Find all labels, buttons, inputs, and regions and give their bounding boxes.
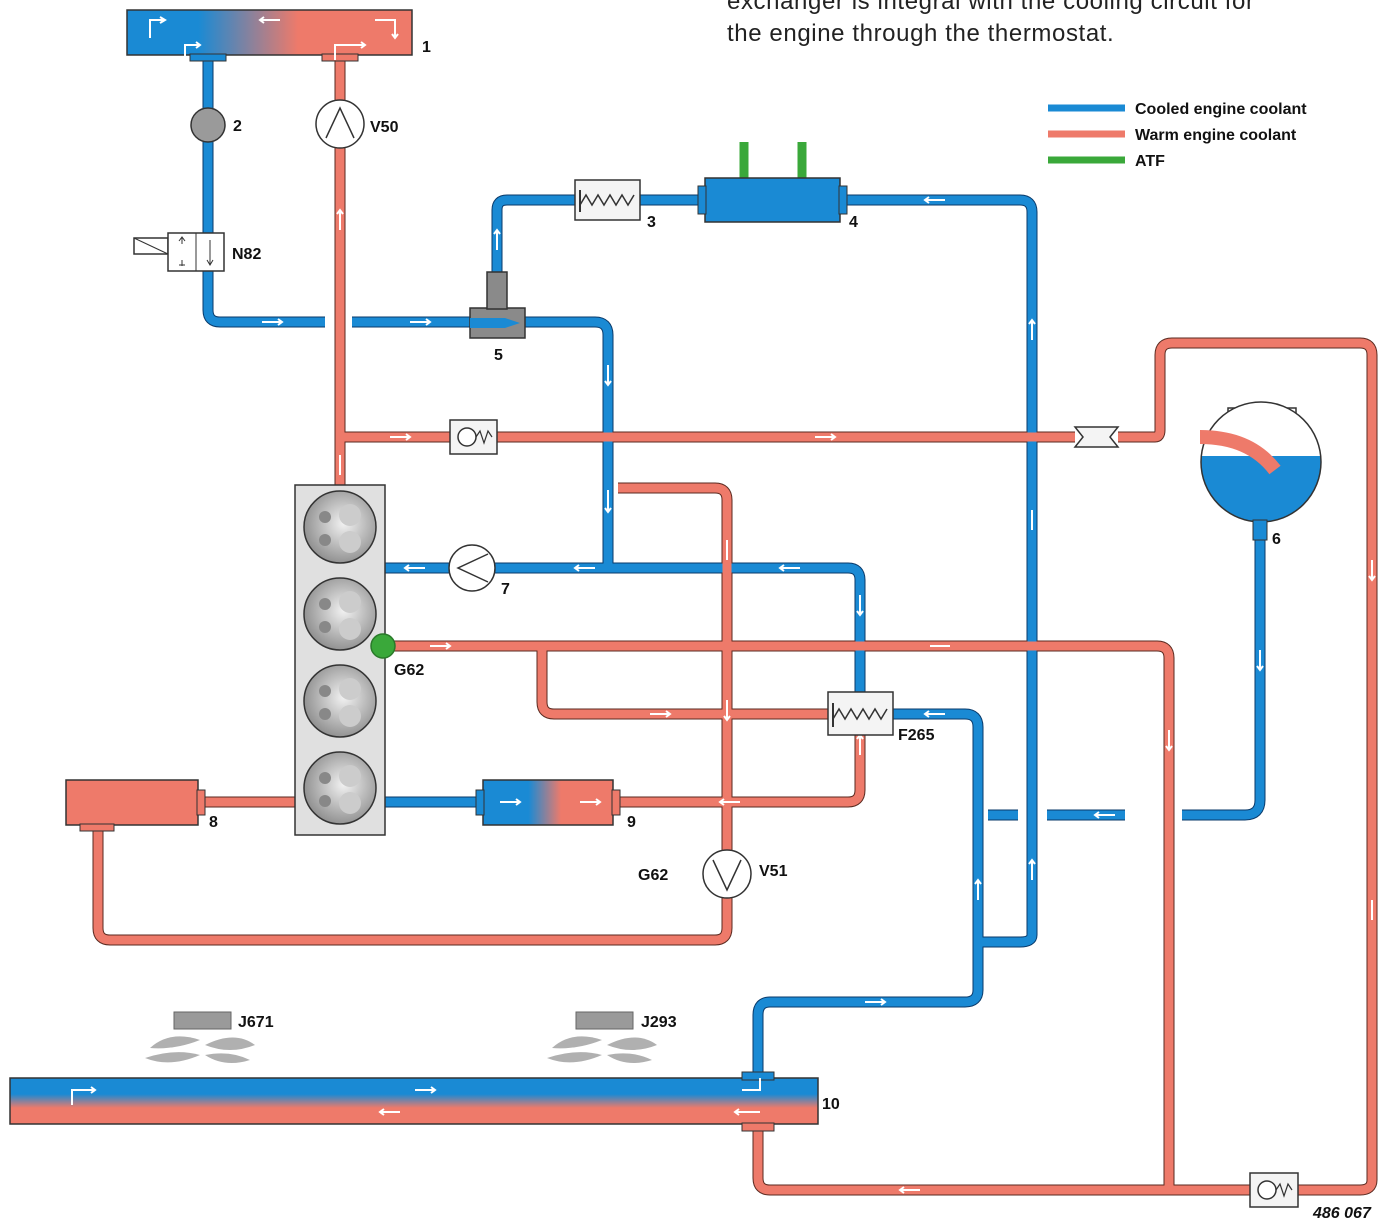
label-fan-j293: J293 xyxy=(641,1014,677,1031)
intro-line-1: exchanger is integral with the cooling c… xyxy=(727,0,1255,15)
fan-j293 xyxy=(547,1011,657,1064)
valve-n82 xyxy=(133,232,225,272)
label-pump-7: 7 xyxy=(501,581,510,598)
label-atf-cooler: 4 xyxy=(849,214,858,231)
pump-7 xyxy=(448,544,496,592)
pump-v50 xyxy=(315,99,365,149)
label-radiator: 10 xyxy=(822,1096,840,1113)
junction-5 xyxy=(469,271,526,339)
atf-thermostat-3 xyxy=(574,179,641,221)
engine-block xyxy=(294,484,386,836)
atf-cooler-4 xyxy=(697,177,848,223)
restrictor-2 xyxy=(190,107,226,143)
label-heater-core: 1 xyxy=(422,39,431,56)
figure-id: 486 067 xyxy=(1312,1205,1372,1221)
label-restrictor: 2 xyxy=(233,118,242,135)
label-junction-5: 5 xyxy=(494,347,503,364)
label-pump-v50: V50 xyxy=(370,119,399,136)
label-valve-n82: N82 xyxy=(232,246,261,263)
label-heat-exchanger: 9 xyxy=(627,814,636,831)
intro-text: exchanger is integral with the cooling c… xyxy=(727,0,1367,50)
legend-label-cooled: Cooled engine coolant xyxy=(1135,101,1307,118)
pipe-outlines xyxy=(92,55,1378,1196)
warm-coolant-pipes xyxy=(93,60,1377,1195)
legend: Cooled engine coolant Warm engine coolan… xyxy=(1048,101,1307,170)
label-atf-thermostat: 3 xyxy=(647,214,656,231)
heat-exchanger-9 xyxy=(475,779,621,826)
check-valve-upper xyxy=(449,419,498,455)
label-thermostat-f265: F265 xyxy=(898,727,935,744)
legend-label-atf: ATF xyxy=(1135,153,1165,170)
label-pump-v51: V51 xyxy=(759,863,788,880)
cylinder-3 xyxy=(303,664,377,738)
pump-v51 xyxy=(702,849,752,899)
label-fan-j671: J671 xyxy=(238,1014,274,1031)
expansion-tank-6 xyxy=(1199,401,1322,541)
cylinder-2 xyxy=(303,577,377,651)
atf-lines xyxy=(739,142,807,178)
restrictor-upper-right xyxy=(1073,426,1120,448)
legend-label-warm: Warm engine coolant xyxy=(1135,127,1297,144)
oil-cooler-8 xyxy=(65,779,206,832)
heater-core xyxy=(126,9,413,62)
cylinder-4 xyxy=(303,751,377,825)
thermostat-f265 xyxy=(827,691,894,736)
fan-j671 xyxy=(145,1011,255,1064)
flow-arrows xyxy=(262,196,1376,1194)
check-valve-lower xyxy=(1249,1172,1299,1208)
sensor-g62 xyxy=(370,633,396,659)
cylinder-1 xyxy=(303,490,377,564)
label-oil-cooler: 8 xyxy=(209,814,218,831)
label-expansion-tank: 6 xyxy=(1272,531,1281,548)
intro-line-2: the engine through the thermostat. xyxy=(727,20,1115,47)
radiator-10 xyxy=(9,1071,819,1132)
label-sensor-g62: G62 xyxy=(394,662,424,679)
label-sensor-g62-lower: G62 xyxy=(638,867,668,884)
